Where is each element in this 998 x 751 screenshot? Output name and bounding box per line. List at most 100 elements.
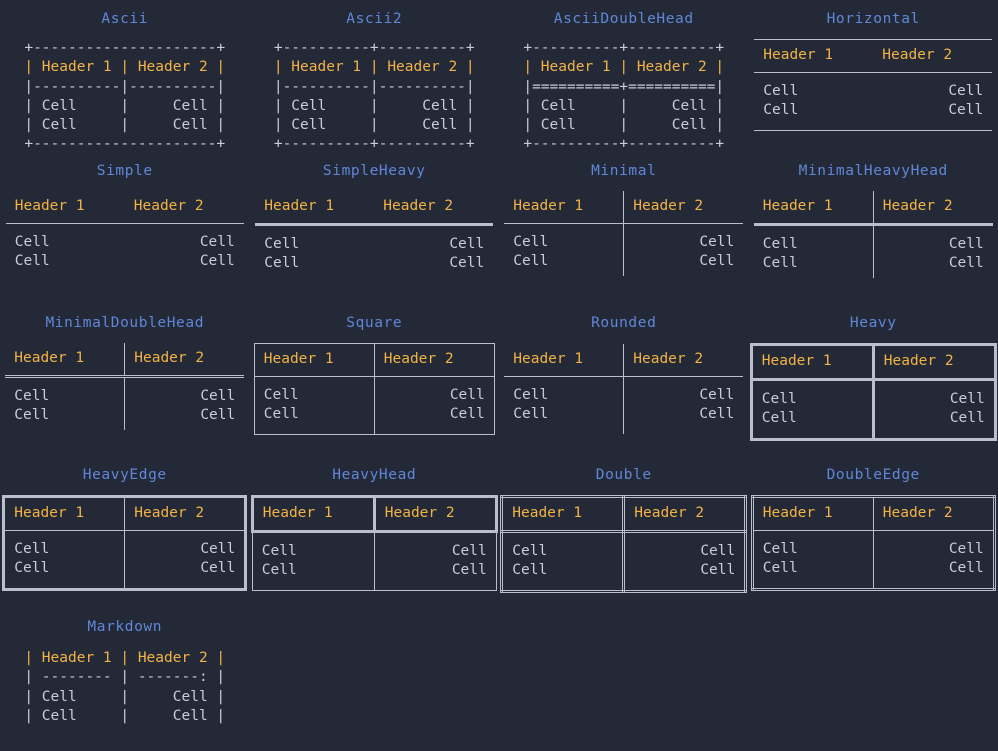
ascii-line-5: +----------+----------+	[523, 136, 725, 153]
table-row: Cell Cell	[504, 252, 743, 276]
table-cell: Cell	[199, 234, 235, 250]
table-cell: Cell	[451, 562, 487, 579]
column-header-1: Header 1	[504, 191, 625, 224]
column-header-2: Header 2	[622, 495, 748, 533]
table-cell: Cell	[14, 253, 50, 270]
table-cell: Cell	[263, 387, 299, 403]
table-title-simpleheavy: SimpleHeavy	[322, 163, 426, 179]
ascii-line-4: | Cell | Cell |	[273, 117, 475, 134]
table-panel-markdown: Markdown | Header 1 | Header 2 | | -----…	[0, 608, 250, 751]
column-header-2: Header 2	[373, 343, 495, 377]
table-header-row: Header 1 Header 2	[5, 191, 244, 224]
table-title-square: Square	[346, 315, 403, 331]
ascii-line-1: | Header 1 | Header 2 |	[273, 59, 475, 76]
ascii-line-0: +----------+----------+	[273, 40, 475, 56]
ascii-line-0: | Header 1 | Header 2 |	[24, 650, 226, 666]
table-cell: Cell	[949, 410, 985, 427]
table-title-doubleedge: DoubleEdge	[826, 467, 920, 483]
table-header-row: Header 1 Header 2	[500, 495, 748, 533]
table-cell: Cell	[263, 406, 299, 423]
table-title-heavyhead: HeavyHead	[332, 467, 417, 483]
column-header-1: Header 1	[749, 343, 875, 381]
ascii-line-2: |==========+==========|	[523, 78, 725, 95]
table-cell: Cell	[699, 234, 735, 250]
table-cell: Cell	[699, 387, 735, 403]
column-header-1: Header 1	[754, 39, 874, 73]
table-title-horizontal: Horizontal	[826, 11, 920, 27]
ascii-line-2: |----------|----------|	[24, 78, 226, 95]
table-row: Cell Cell	[504, 223, 743, 253]
table-header-row: Header 1 Header 2	[504, 343, 744, 377]
ascii-line-3: | Cell | Cell |	[24, 707, 226, 724]
table-cell: Cell	[449, 236, 485, 252]
table-cell: Cell	[699, 406, 735, 423]
column-header-2: Header 2	[873, 39, 993, 73]
table-header-row: Header 1 Header 2	[504, 191, 744, 224]
table-cell: Cell	[761, 391, 797, 407]
table-cell: Cell	[200, 407, 236, 424]
table-cell: Cell	[199, 253, 235, 270]
table-cell: Cell	[261, 562, 297, 579]
table-cell: Cell	[948, 102, 984, 119]
table-row: Cell Cell	[255, 225, 493, 255]
table-row: Cell Cell	[5, 376, 244, 407]
table-cell: Cell	[14, 541, 50, 557]
table-title-asciidoublehead: AsciiDoubleHead	[553, 11, 694, 27]
column-header-2: Header 2	[372, 495, 498, 533]
table-simpleheavy: Header 1 Header 2 Cell Cell Cell Cell	[255, 191, 494, 274]
table-header-row: Header 1 Header 2	[255, 191, 494, 226]
table-row: Cell Cell	[754, 101, 992, 130]
table-cell: Cell	[512, 543, 548, 559]
table-header-row: Header 1 Header 2	[753, 191, 993, 226]
column-header-1: Header 1	[5, 191, 125, 224]
ascii-line-3: | Cell | Cell |	[523, 97, 725, 114]
table-header-row: Header 1 Header 2	[5, 343, 245, 378]
table-row: Cell Cell	[753, 224, 993, 255]
table-horizontal: Header 1 Header 2 Cell Cell Cell Cell	[754, 39, 993, 131]
column-header-1: Header 1	[255, 191, 375, 226]
table-panel-simpleheavy: SimpleHeavy Header 1 Header 2 Cell Cell …	[250, 152, 500, 304]
table-cell: Cell	[449, 387, 485, 403]
table-cell: Cell	[449, 255, 485, 272]
table-cell: Cell	[513, 387, 549, 403]
table-panel-simple: Simple Header 1 Header 2 Cell Cell Cell …	[0, 152, 250, 304]
table-header-row: Header 1 Header 2	[754, 39, 993, 73]
table-cell: Cell	[700, 543, 736, 559]
ascii-line-0: +---------------------+	[24, 40, 226, 56]
column-header-2: Header 2	[873, 191, 993, 226]
table-cell: Cell	[5, 406, 126, 430]
ascii-line-2: |----------|----------|	[273, 78, 475, 95]
column-header-1: Header 1	[751, 496, 874, 531]
column-header-2: Header 2	[871, 343, 997, 381]
ascii-line-5: +---------------------+	[24, 136, 226, 153]
table-row: Cell Cell	[6, 252, 244, 271]
table-title-heavyedge: HeavyEdge	[82, 467, 167, 483]
table-panel-asciidoublehead: AsciiDoubleHead +----------+----------+ …	[499, 0, 749, 152]
table-cell: Cell	[14, 560, 50, 577]
ascii-table-markdown: | Header 1 | Header 2 | | -------- | ---…	[24, 649, 225, 726]
table-cell: Cell	[449, 406, 485, 423]
table-cell: Cell	[948, 236, 984, 252]
ascii-line-3: | Cell | Cell |	[24, 97, 226, 114]
ascii-table-asciidoublehead: +----------+----------+ | Header 1 | Hea…	[523, 39, 724, 155]
column-header-1: Header 1	[253, 343, 375, 377]
table-title-ascii2: Ascii2	[346, 11, 403, 27]
